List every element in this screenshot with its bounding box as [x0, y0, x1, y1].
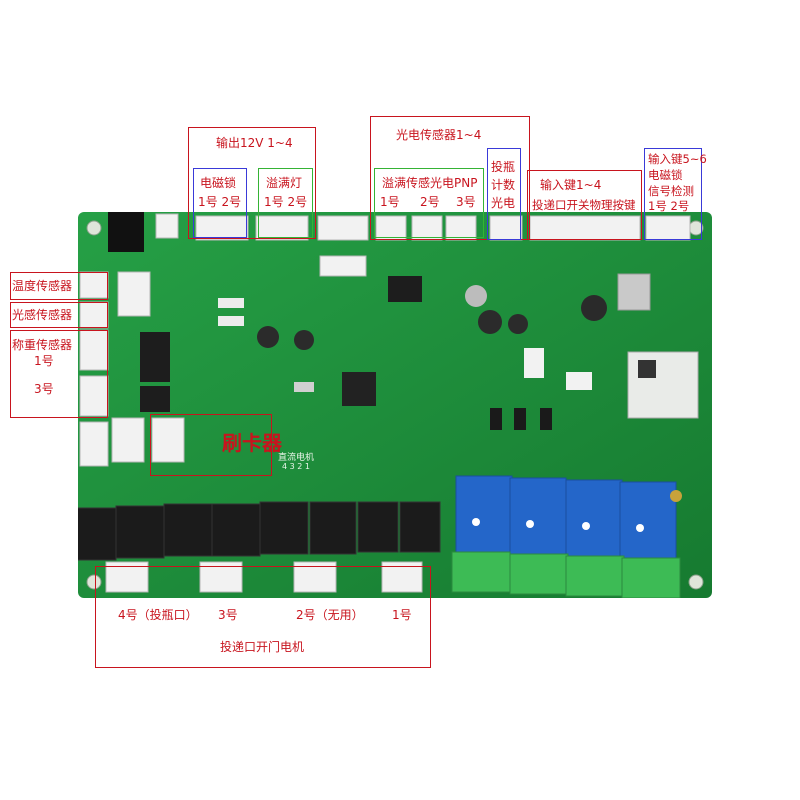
drop-count-line-3: 光电	[491, 196, 516, 210]
dc-jack	[108, 212, 144, 252]
motor-1-label: 1号	[392, 608, 412, 622]
card-reader-box	[150, 414, 272, 476]
overflow-lamp-nums: 1号 2号	[264, 195, 308, 209]
input-key-label: 输入键1~4	[540, 178, 602, 192]
lock-sig-line-2: 信号检测	[648, 184, 694, 198]
drop-count-line-2: 计数	[491, 178, 516, 192]
overflow-pnp-box	[374, 168, 484, 238]
em-lock-label: 电磁锁	[200, 176, 237, 190]
pcb-silk-text: 直流电机	[278, 453, 315, 463]
temp-sensor-box	[10, 272, 108, 300]
pnp-num-2: 2号	[420, 195, 440, 209]
motor-box	[95, 566, 431, 668]
weigh-num-1: 1号	[34, 354, 54, 368]
output-12v-label: 输出12V 1~4	[216, 136, 293, 150]
weigh-sensor-label: 称重传感器	[12, 338, 73, 352]
em-lock-box	[193, 168, 247, 238]
input-key-56-label: 输入键5~6	[648, 152, 707, 166]
pcb-board	[78, 212, 712, 598]
overflow-lamp-label: 溢满灯	[266, 176, 303, 190]
output-12v-box	[188, 127, 316, 239]
photo-sensor-box	[370, 116, 530, 240]
em-lock-nums: 1号 2号	[198, 195, 242, 209]
weigh-sensor-box	[10, 330, 108, 418]
motor-4-label: 4号（投瓶口）	[118, 608, 198, 622]
input-key-56-box	[644, 148, 702, 240]
weigh-num-3: 3号	[34, 382, 54, 396]
light-sensor-box	[10, 302, 108, 328]
pcb-silk-nums: 4 3 2 1	[282, 462, 310, 471]
card-reader-label: 刷卡器	[222, 431, 282, 455]
drop-count-box	[487, 148, 521, 240]
light-sensor-label: 光感传感器	[12, 308, 73, 322]
overflow-pnp-label: 溢满传感光电PNP	[382, 176, 478, 190]
lock-sig-nums: 1号 2号	[648, 199, 690, 213]
lock-sig-line-1: 电磁锁	[648, 168, 683, 182]
motor-2-label: 2号（无用）	[296, 608, 364, 622]
pnp-num-1: 1号	[380, 195, 400, 209]
photo-sensor-label: 光电传感器1~4	[396, 128, 482, 142]
motor-3-label: 3号	[218, 608, 238, 622]
pnp-num-3: 3号	[456, 195, 476, 209]
drop-count-line-1: 投瓶	[491, 160, 516, 174]
temp-sensor-label: 温度传感器	[12, 279, 73, 293]
input-key-sub: 投递口开关物理按键	[532, 198, 636, 212]
motor-title: 投递口开门电机	[220, 640, 305, 654]
input-key-box	[527, 170, 642, 240]
overflow-lamp-box	[258, 168, 313, 238]
